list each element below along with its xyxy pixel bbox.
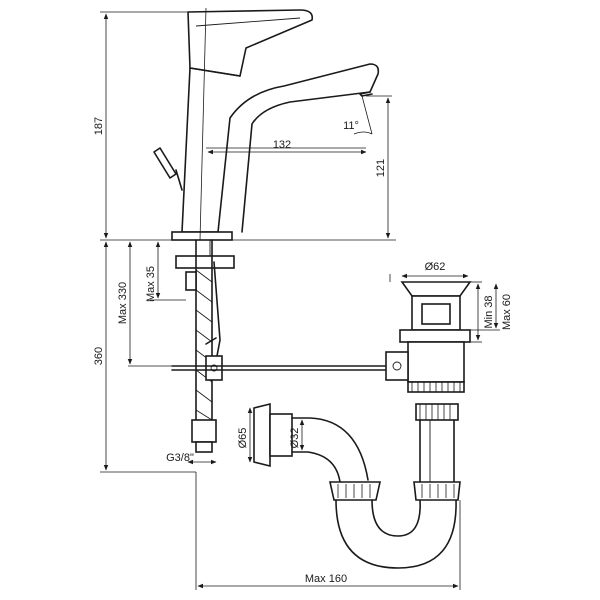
popup-linkage (171, 365, 393, 371)
label-360: 360 (93, 347, 105, 365)
label-max160: Max 160 (305, 573, 347, 585)
faucet-base (171, 231, 233, 241)
construction-lines (100, 7, 500, 590)
faucet-lever (187, 9, 314, 77)
mounting-nut (175, 255, 235, 269)
label-angle: 11° (343, 120, 359, 132)
label-187: 187 (93, 117, 105, 135)
label-max330: Max 330 (117, 282, 129, 324)
mounting-assembly (175, 239, 235, 453)
label-g38: G3/8" (166, 452, 194, 464)
popup-clamp (205, 355, 223, 381)
dimension-labels: 187 132 121 360 Max 330 Max 35 G3/8" Ø62… (93, 117, 513, 585)
label-132: 132 (273, 139, 291, 151)
label-d62: Ø62 (425, 261, 446, 273)
connection-nut (191, 419, 217, 443)
label-max60: Max 60 (501, 294, 513, 330)
drain-assembly (385, 281, 472, 493)
dimension-lines (103, 13, 499, 589)
label-max35: Max 35 (145, 266, 157, 302)
drain-body (407, 341, 465, 383)
wall-flange (253, 402, 271, 468)
p-trap (253, 402, 461, 569)
faucet-body (153, 9, 380, 241)
hose-fitting (185, 271, 197, 291)
label-121: 121 (375, 159, 387, 177)
drain-plug (400, 281, 472, 297)
dim-arc-angle (353, 131, 373, 135)
label-d32: Ø32 (289, 428, 301, 449)
popup-rod-knob (153, 147, 177, 179)
label-min38: Min 38 (483, 295, 495, 328)
label-d65: Ø65 (237, 428, 249, 449)
